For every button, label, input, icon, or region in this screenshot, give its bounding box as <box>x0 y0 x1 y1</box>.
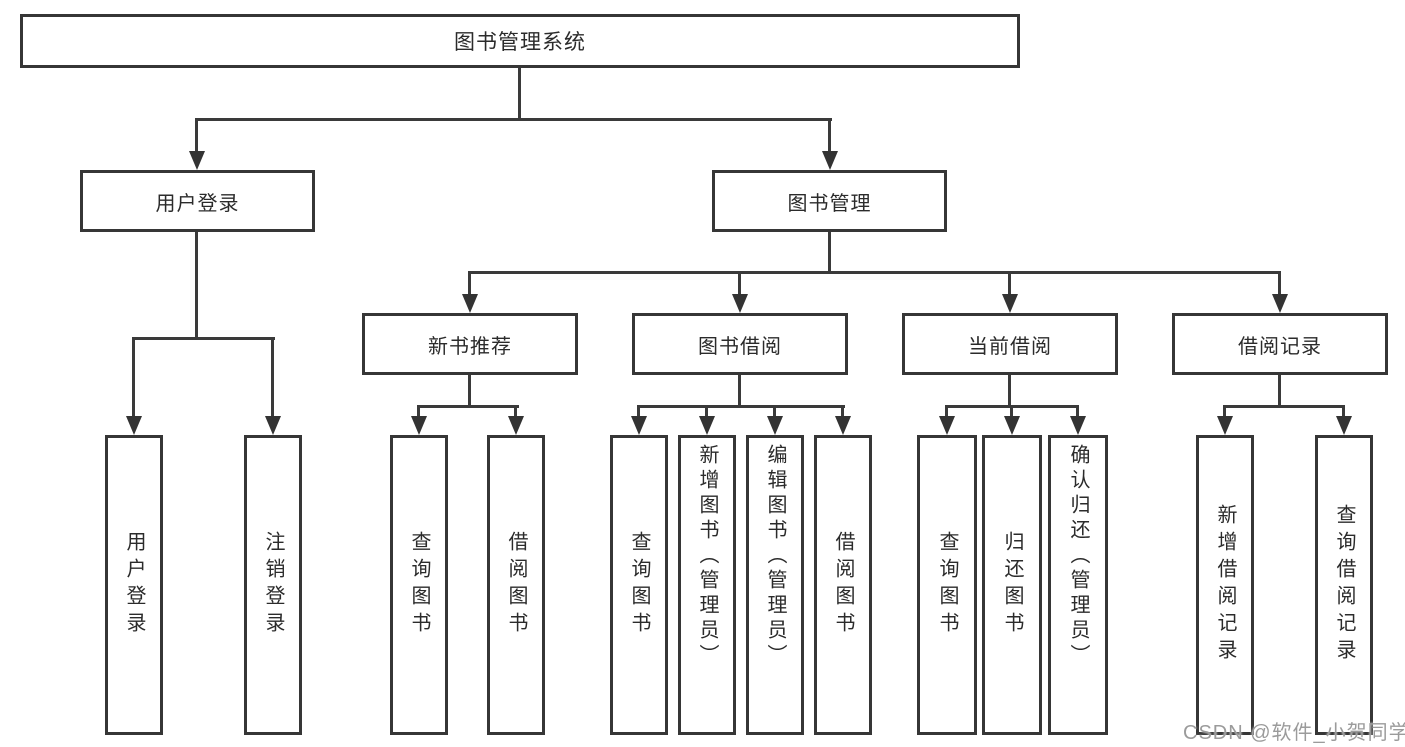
node-current-borrowing-label: 当前借阅 <box>968 335 1052 358</box>
node-book-borrowing: 图书借阅 <box>632 313 848 375</box>
connector-user-bar <box>132 337 275 340</box>
leaf-borrow-books: 借阅图书 <box>814 435 872 735</box>
connector-shaft <box>132 337 135 419</box>
connector-shaft <box>841 405 844 419</box>
arrowhead-icon <box>1070 416 1086 435</box>
node-library-system: 图书管理系统 <box>20 14 1020 68</box>
node-book-management-label: 图书管理 <box>787 192 872 215</box>
node-new-book-recommendation: 新书推荐 <box>362 313 578 375</box>
leaf-borrow-books-recommend: 借阅图书 <box>487 435 545 735</box>
connector-root-bar <box>195 118 832 121</box>
arrowhead-icon <box>767 416 783 435</box>
connector-group-stem <box>738 375 741 408</box>
arrowhead-icon <box>189 151 205 170</box>
connector-shaft <box>1076 405 1079 419</box>
leaf-add-books-admin-label: 新增图书（管理员） <box>696 444 718 669</box>
connector-shaft <box>514 405 517 419</box>
leaf-query-books-borrow-label: 查询图书 <box>628 531 650 639</box>
leaf-query-borrow-record-label: 查询借阅记录 <box>1333 504 1355 666</box>
connector-book-stem <box>828 232 831 273</box>
connector-root-stem <box>518 68 521 120</box>
connector-shaft <box>417 405 420 419</box>
connector-shaft <box>738 271 741 297</box>
connector-shaft <box>1010 405 1013 419</box>
connector-shaft <box>271 337 274 419</box>
node-borrowing-records: 借阅记录 <box>1172 313 1388 375</box>
connector-shaft <box>828 118 831 156</box>
connector-shaft <box>637 405 640 419</box>
connector-book-bar <box>468 271 1281 274</box>
connector-shaft <box>773 405 776 419</box>
arrowhead-icon <box>1004 416 1020 435</box>
leaf-confirm-return-admin: 确认归还（管理员） <box>1048 435 1108 735</box>
leaf-confirm-return-admin-label: 确认归还（管理员） <box>1067 444 1089 669</box>
leaf-add-borrow-record: 新增借阅记录 <box>1196 435 1254 735</box>
leaf-edit-books-admin-label: 编辑图书（管理员） <box>764 444 786 669</box>
arrowhead-icon <box>699 416 715 435</box>
leaf-add-books-admin: 新增图书（管理员） <box>678 435 736 735</box>
node-library-system-label: 图书管理系统 <box>454 31 586 54</box>
connector-group-stem <box>1008 375 1011 408</box>
arrowhead-icon <box>822 151 838 170</box>
arrowhead-icon <box>411 416 427 435</box>
connector-shaft <box>1008 271 1011 297</box>
leaf-add-borrow-record-label: 新增借阅记录 <box>1214 504 1236 666</box>
node-borrowing-records-label: 借阅记录 <box>1238 335 1322 358</box>
connector-group-bar <box>1223 405 1345 408</box>
connector-user-stem <box>195 232 198 339</box>
node-user-login: 用户登录 <box>80 170 315 232</box>
watermark: CSDN @软件_小贺同学 <box>1183 722 1405 744</box>
leaf-query-books-borrow: 查询图书 <box>610 435 668 735</box>
connector-shaft <box>1342 405 1345 419</box>
arrowhead-icon <box>939 416 955 435</box>
arrowhead-icon <box>732 294 748 313</box>
arrowhead-icon <box>265 416 281 435</box>
leaf-user-login-label: 用户登录 <box>123 531 145 639</box>
node-user-login-label: 用户登录 <box>155 192 240 215</box>
connector-shaft <box>468 271 471 297</box>
leaf-query-borrow-record: 查询借阅记录 <box>1315 435 1373 735</box>
arrowhead-icon <box>508 416 524 435</box>
arrowhead-icon <box>126 416 142 435</box>
connector-shaft <box>705 405 708 419</box>
leaf-edit-books-admin: 编辑图书（管理员） <box>746 435 804 735</box>
arrowhead-icon <box>1336 416 1352 435</box>
leaf-return-books-label: 归还图书 <box>1001 531 1023 639</box>
connector-shaft <box>195 118 198 156</box>
connector-group-stem <box>1278 375 1281 408</box>
leaf-user-login: 用户登录 <box>105 435 163 735</box>
leaf-query-books-current-label: 查询图书 <box>936 531 958 639</box>
connector-shaft <box>1278 271 1281 297</box>
leaf-query-books-recommend: 查询图书 <box>390 435 448 735</box>
node-current-borrowing: 当前借阅 <box>902 313 1118 375</box>
node-new-book-recommendation-label: 新书推荐 <box>428 335 512 358</box>
connector-group-bar <box>417 405 519 408</box>
connector-shaft <box>1223 405 1226 419</box>
arrowhead-icon <box>1272 294 1288 313</box>
node-book-management: 图书管理 <box>712 170 947 232</box>
connector-group-stem <box>468 375 471 408</box>
arrowhead-icon <box>1002 294 1018 313</box>
leaf-query-books-current: 查询图书 <box>917 435 977 735</box>
leaf-query-books-recommend-label: 查询图书 <box>408 531 430 639</box>
leaf-logout-login: 注销登录 <box>244 435 302 735</box>
leaf-logout-login-label: 注销登录 <box>262 531 284 639</box>
leaf-return-books: 归还图书 <box>982 435 1042 735</box>
connector-group-bar <box>637 405 845 408</box>
connector-shaft <box>945 405 948 419</box>
arrowhead-icon <box>1217 416 1233 435</box>
leaf-borrow-books-label: 借阅图书 <box>832 531 854 639</box>
arrowhead-icon <box>631 416 647 435</box>
node-book-borrowing-label: 图书借阅 <box>698 335 782 358</box>
leaf-borrow-books-recommend-label: 借阅图书 <box>505 531 527 639</box>
arrowhead-icon <box>835 416 851 435</box>
arrowhead-icon <box>462 294 478 313</box>
